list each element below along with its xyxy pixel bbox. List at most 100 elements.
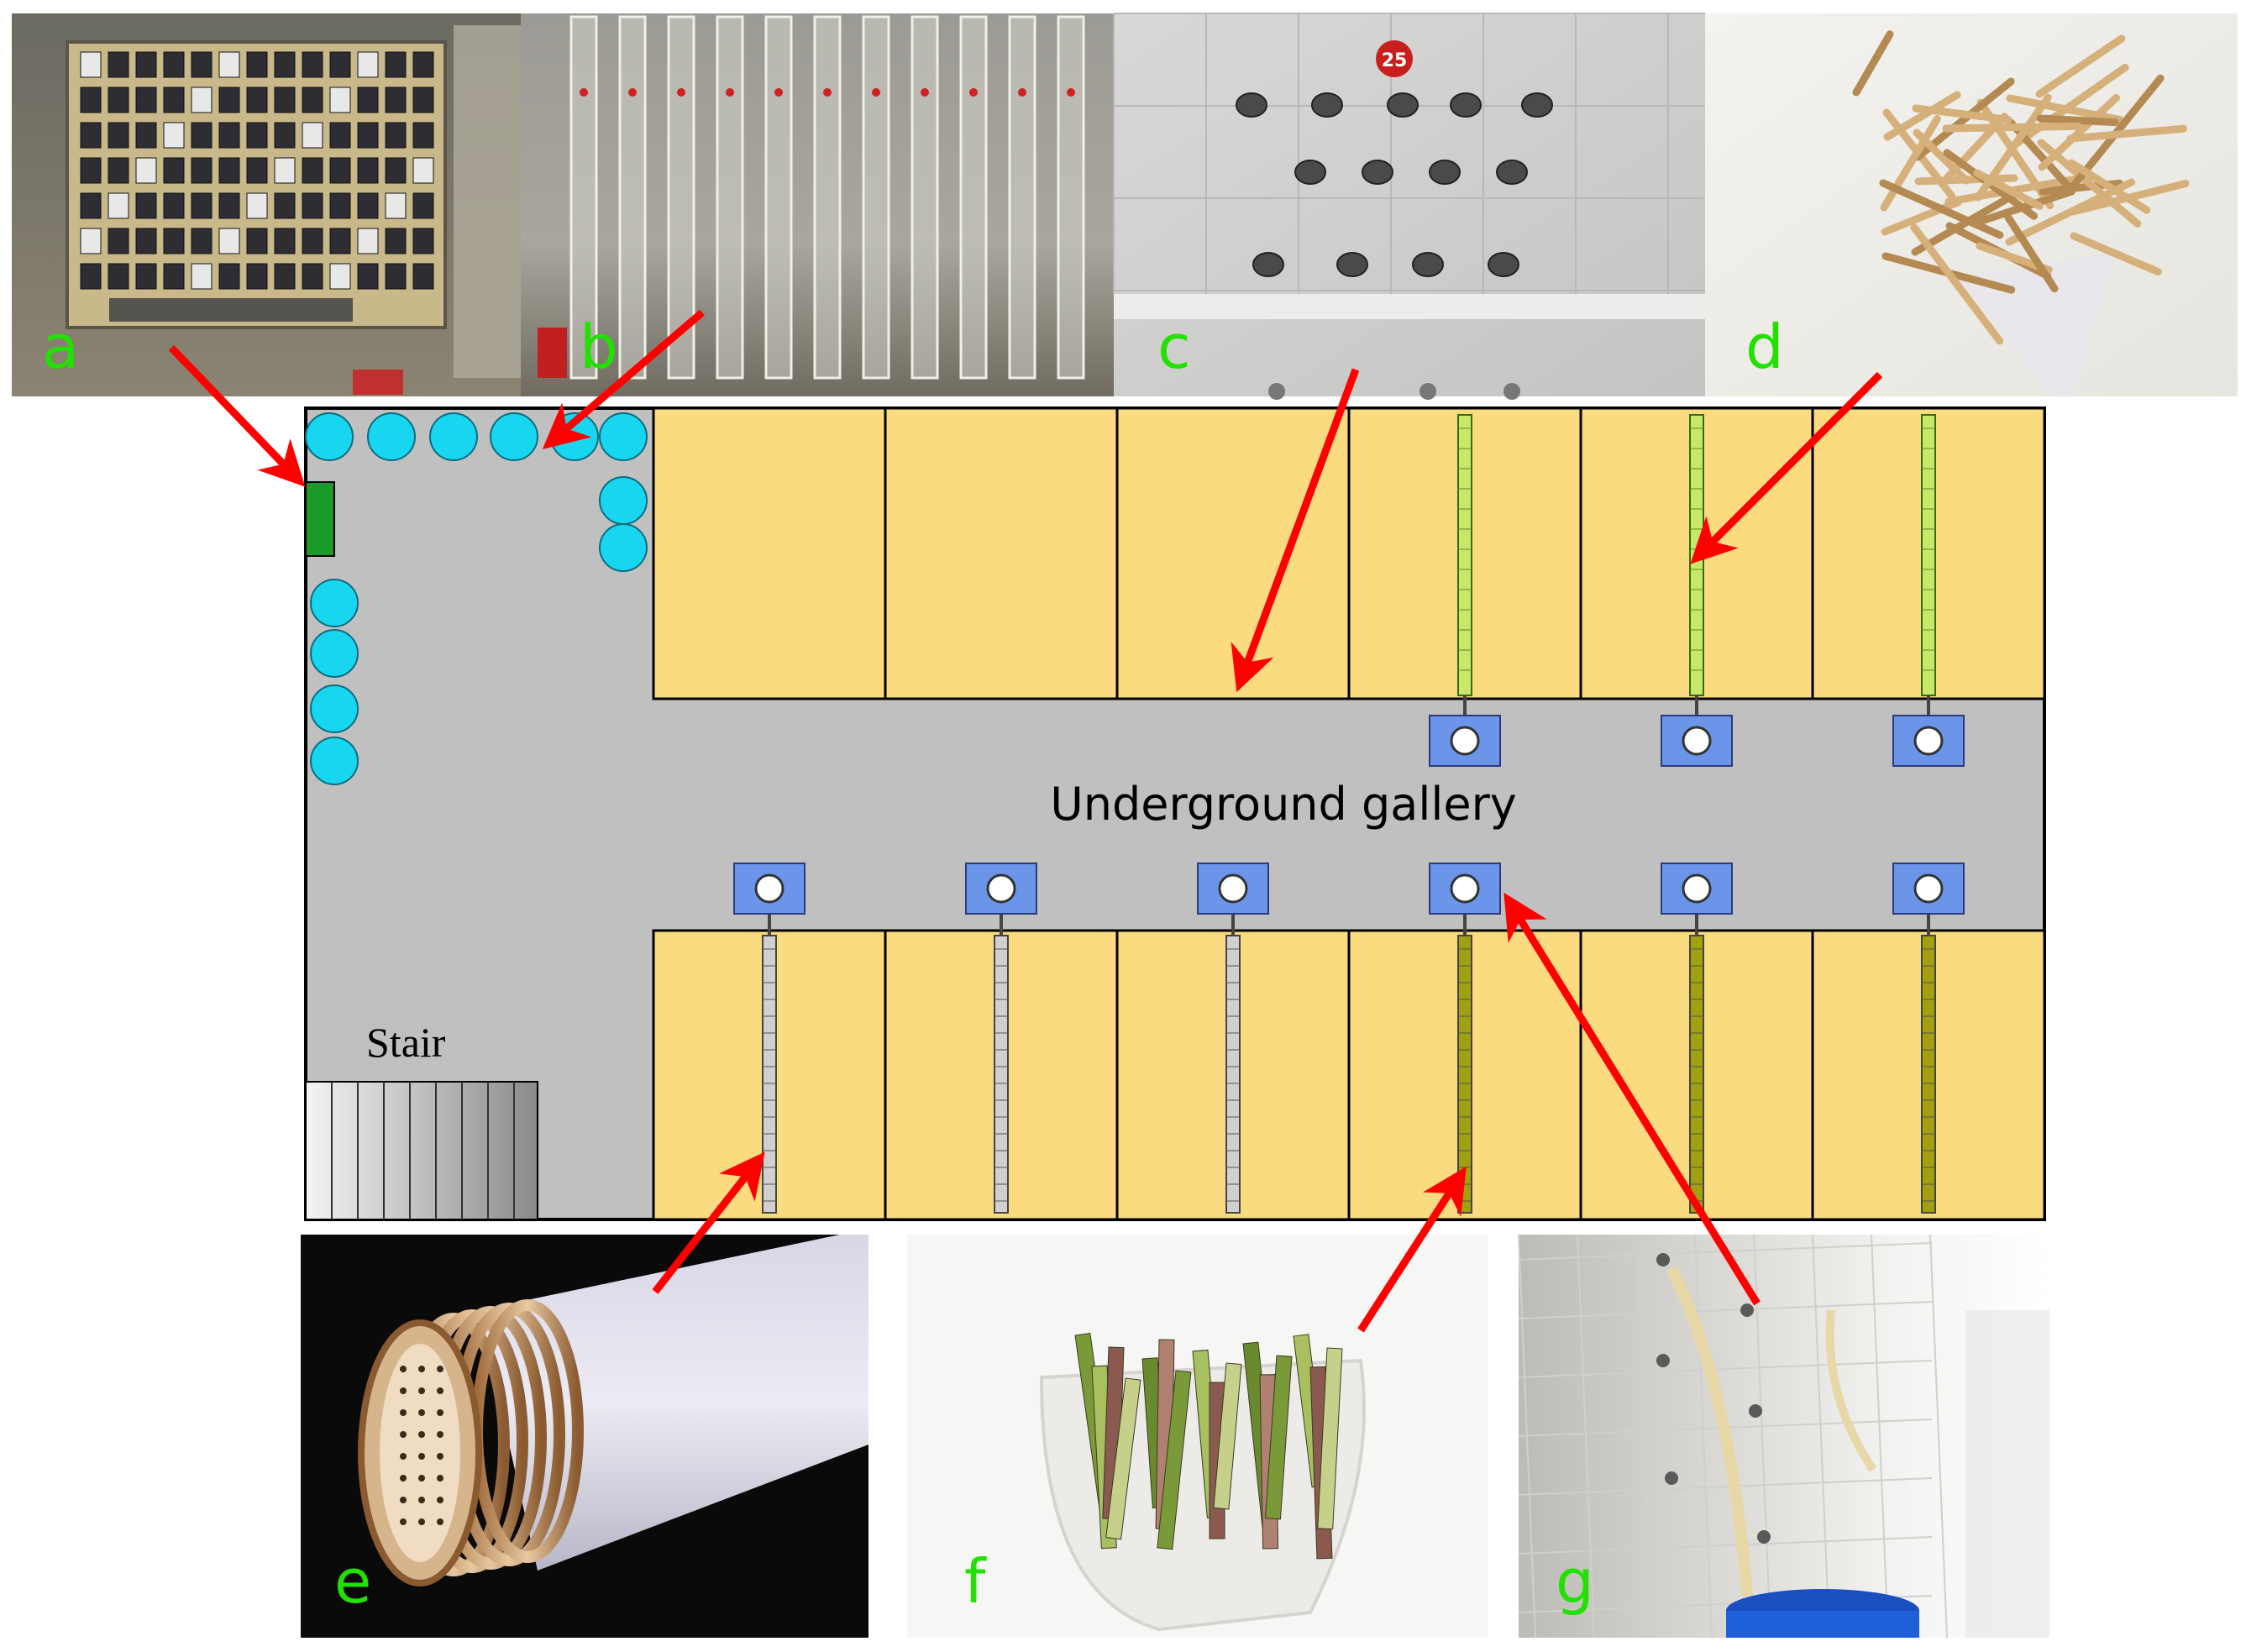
breaker — [357, 51, 379, 78]
breaker — [163, 51, 185, 78]
breaker — [191, 87, 213, 113]
breaker — [108, 228, 129, 254]
photo-d-straw-bundle — [1705, 13, 2238, 396]
panel-label-b: b — [580, 312, 618, 382]
breaker — [218, 51, 240, 78]
breaker — [357, 192, 379, 219]
outlet — [1387, 92, 1419, 118]
breaker — [357, 122, 379, 149]
breaker — [302, 263, 323, 290]
outlet-valve — [1682, 726, 1712, 756]
breaker — [80, 51, 102, 78]
breaker — [135, 87, 157, 113]
straw — [1973, 169, 2044, 210]
breaker — [329, 157, 351, 184]
water-column — [310, 684, 359, 733]
breaker — [135, 51, 157, 78]
pipe-hole — [418, 1387, 425, 1394]
column-tube — [862, 15, 890, 380]
pipe-hole — [437, 1453, 443, 1460]
callout-arrow — [1231, 368, 1360, 693]
plot-top — [652, 406, 887, 700]
tube-marker — [677, 88, 685, 97]
outlet-valve — [1450, 873, 1480, 904]
pipe-hole — [437, 1409, 443, 1416]
breaker — [302, 51, 323, 78]
breaker — [329, 263, 351, 290]
callout-arrow — [542, 309, 705, 450]
outlet — [1429, 160, 1461, 185]
water-column — [490, 412, 538, 461]
straw — [2066, 124, 2187, 143]
column-tube — [813, 15, 842, 380]
straw-pipe — [1921, 414, 1936, 696]
outlet — [1412, 252, 1444, 277]
column-tube — [1008, 15, 1036, 380]
breaker — [108, 192, 129, 219]
breaker — [246, 192, 268, 219]
panel-label-a: a — [42, 312, 79, 382]
outlet — [1268, 383, 1285, 400]
breaker — [163, 122, 185, 149]
stairs — [305, 1081, 538, 1220]
breaker — [191, 51, 213, 78]
breaker — [163, 263, 185, 290]
breaker — [135, 157, 157, 184]
breaker — [385, 51, 407, 78]
breaker — [163, 157, 185, 184]
breaker — [135, 192, 157, 219]
breaker — [191, 192, 213, 219]
callout-arrow — [1357, 1166, 1467, 1333]
straw — [2070, 232, 2162, 276]
breaker — [412, 157, 434, 184]
breaker — [80, 228, 102, 254]
breaker — [412, 87, 434, 113]
stalk — [1317, 1347, 1343, 1530]
column-tube — [618, 15, 647, 380]
stalk-pieces — [1074, 1332, 1343, 1560]
photo-g-gallery-tubes — [1518, 1234, 2049, 1639]
breaker — [274, 228, 296, 254]
wall-outlet — [1665, 1471, 1678, 1485]
plots-bottom-row — [652, 929, 2046, 1221]
breaker — [329, 122, 351, 149]
water-column — [305, 412, 354, 461]
outlet-valve — [1450, 726, 1480, 756]
breaker — [412, 122, 434, 149]
pipe-hole — [400, 1453, 407, 1460]
straw — [2067, 159, 2151, 214]
control-cabinet-marker — [305, 481, 335, 557]
tube-marker — [628, 88, 637, 97]
photo-b-measuring-columns — [521, 13, 1114, 396]
pipe-hole — [418, 1431, 425, 1438]
tube-marker — [774, 88, 783, 97]
breaker — [274, 122, 296, 149]
breaker — [357, 263, 379, 290]
pipe-hole — [400, 1518, 407, 1525]
photo-c-wall-outlets: 25 — [1113, 13, 1705, 400]
water-column — [310, 579, 359, 627]
straw — [1879, 179, 2004, 239]
wall-outlet — [1656, 1354, 1670, 1367]
callout-arrow — [1503, 892, 1761, 1306]
plot-top — [1115, 406, 1351, 700]
breaker — [274, 157, 296, 184]
straw-pipe — [1457, 414, 1472, 696]
column-tube — [1057, 15, 1085, 380]
breaker — [80, 157, 102, 184]
callout-arrow — [168, 344, 306, 487]
outlet — [1419, 383, 1436, 400]
outlet — [1521, 92, 1553, 118]
stalk — [1264, 1355, 1293, 1520]
breaker — [108, 51, 129, 78]
outlet-valve — [986, 873, 1016, 904]
pipe-hole — [418, 1366, 425, 1372]
outlet — [1294, 160, 1326, 185]
pipe-hole — [437, 1475, 443, 1482]
number-sign-text: 25 — [1382, 50, 1408, 71]
pipe-hole — [437, 1387, 443, 1394]
breaker — [80, 122, 102, 149]
number-sign — [1376, 40, 1413, 77]
stalk-pipe — [1921, 935, 1936, 1214]
breaker — [357, 157, 379, 184]
